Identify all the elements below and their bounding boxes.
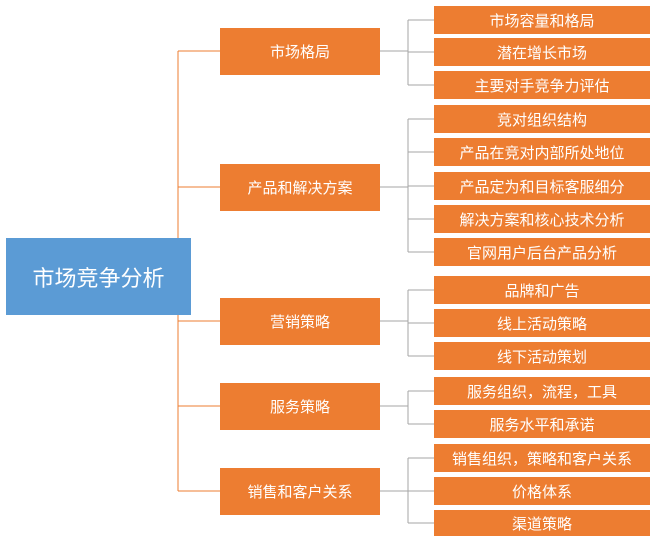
leaf-node: 产品定为和目标客服细分 xyxy=(434,172,650,200)
category-node: 销售和客户关系 xyxy=(220,468,380,515)
leaf-label: 价格体系 xyxy=(511,482,572,501)
category-label: 销售和客户关系 xyxy=(247,483,353,501)
leaf-label: 渠道策略 xyxy=(511,514,572,533)
leaf-node: 价格体系 xyxy=(434,477,650,505)
leaf-label: 竞对组织结构 xyxy=(496,110,587,129)
category-label: 营销策略 xyxy=(269,313,330,331)
category-label: 产品和解决方案 xyxy=(247,179,353,197)
leaf-node: 服务水平和承诺 xyxy=(434,410,650,438)
leaf-node: 解决方案和核心技术分析 xyxy=(434,205,650,233)
leaf-label: 市场容量和格局 xyxy=(489,11,595,30)
leaf-node: 官网用户后台产品分析 xyxy=(434,238,650,266)
leaf-node: 产品在竞对内部所处地位 xyxy=(434,138,650,166)
leaf-node: 销售组织，策略和客户关系 xyxy=(434,444,650,472)
leaf-node: 线下活动策划 xyxy=(434,342,650,370)
leaf-label: 线上活动策略 xyxy=(496,314,587,333)
category-node: 市场格局 xyxy=(220,28,380,75)
leaf-node: 服务组织，流程，工具 xyxy=(434,377,650,405)
leaf-node: 品牌和广告 xyxy=(434,276,650,304)
root-node: 市场竞争分析 xyxy=(6,238,191,315)
leaf-label: 销售组织，策略和客户关系 xyxy=(451,449,632,468)
leaf-node: 市场容量和格局 xyxy=(434,6,650,34)
leaf-label: 潜在增长市场 xyxy=(496,43,587,62)
leaf-node: 潜在增长市场 xyxy=(434,38,650,66)
root-node-label: 市场竞争分析 xyxy=(32,266,165,292)
leaf-node: 主要对手竞争力评估 xyxy=(434,71,650,99)
category-label: 服务策略 xyxy=(269,398,330,416)
leaf-node: 竞对组织结构 xyxy=(434,105,650,133)
category-node: 服务策略 xyxy=(220,383,380,430)
leaf-node: 渠道策略 xyxy=(434,510,650,536)
leaf-label: 线下活动策划 xyxy=(496,347,587,366)
leaf-label: 官网用户后台产品分析 xyxy=(466,243,617,262)
leaf-label: 服务组织，流程，工具 xyxy=(466,382,617,401)
category-node: 营销策略 xyxy=(220,298,380,345)
leaf-label: 产品定为和目标客服细分 xyxy=(459,177,625,196)
leaf-label: 主要对手竞争力评估 xyxy=(474,76,610,95)
leaf-label: 品牌和广告 xyxy=(504,281,580,300)
leaf-node: 线上活动策略 xyxy=(434,309,650,337)
category-label: 市场格局 xyxy=(269,43,330,61)
category-node: 产品和解决方案 xyxy=(220,164,380,211)
leaf-label: 解决方案和核心技术分析 xyxy=(459,210,625,229)
leaf-label: 服务水平和承诺 xyxy=(489,415,595,434)
leaf-label: 产品在竞对内部所处地位 xyxy=(459,143,625,162)
